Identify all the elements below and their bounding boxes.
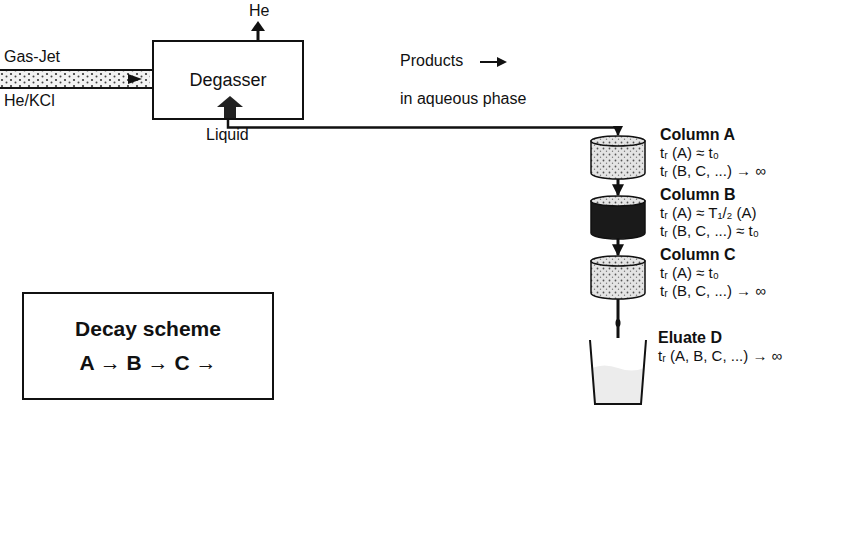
column-caption: Eluate Dtᵣ (A, B, C, ...) → ∞	[658, 329, 782, 365]
label: He	[249, 2, 269, 20]
beaker-outline	[588, 338, 648, 406]
retention-time: tᵣ (B, C, ...) → ∞	[660, 282, 766, 300]
eluate-liquid	[592, 366, 644, 404]
flow-connector	[228, 120, 618, 135]
retention-time: tᵣ (B, C, ...) → ∞	[660, 162, 766, 180]
column-caption: Column Atᵣ (A) ≈ t₀tᵣ (B, C, ...) → ∞	[660, 126, 766, 180]
label: Products	[400, 52, 463, 70]
flow-arrow	[480, 61, 498, 63]
column-name: Column B	[660, 186, 759, 204]
gas-jet-tube	[0, 71, 150, 87]
liquid-inlet	[224, 106, 236, 120]
column: Column Btᵣ (A) ≈ T₁/₂ (A)tᵣ (B, C, ...) …	[590, 195, 646, 239]
flow-connector	[617, 239, 620, 255]
tube-wall	[0, 87, 152, 89]
column-top	[591, 256, 645, 266]
tube-wall	[0, 69, 152, 71]
column-outline	[590, 195, 646, 239]
column: Column Ctᵣ (A) ≈ t₀tᵣ (B, C, ...) → ∞	[590, 255, 646, 299]
box-title: Decay scheme	[75, 317, 221, 341]
column-caption: Column Ctᵣ (A) ≈ t₀tᵣ (B, C, ...) → ∞	[660, 246, 766, 300]
he-arrow	[251, 21, 265, 31]
retention-time: tᵣ (A) ≈ T₁/₂ (A)	[660, 204, 759, 222]
process-box: Degasser	[152, 40, 304, 120]
column-top	[591, 136, 645, 146]
process-box: Decay scheme A → B → C →	[22, 292, 274, 400]
column-caption: Column Btᵣ (A) ≈ T₁/₂ (A)tᵣ (B, C, ...) …	[660, 186, 759, 240]
column-name: Eluate D	[658, 329, 782, 347]
flow-connector	[617, 179, 620, 195]
retention-time: tᵣ (A, B, C, ...) → ∞	[658, 347, 782, 365]
column-outline	[590, 255, 646, 299]
eluate-beaker: Eluate Dtᵣ (A, B, C, ...) → ∞	[588, 338, 648, 406]
box-title: Degasser	[189, 70, 266, 91]
column-outline	[590, 135, 646, 179]
label: He/KCl	[4, 92, 55, 110]
flow-arrow-head	[497, 57, 507, 67]
liquid-arrow	[217, 96, 243, 107]
column: Column Atᵣ (A) ≈ t₀tᵣ (B, C, ...) → ∞	[590, 135, 646, 179]
retention-time: tᵣ (A) ≈ t₀	[660, 144, 766, 162]
beaker-wall	[590, 340, 646, 404]
retention-time: tᵣ (A) ≈ t₀	[660, 264, 766, 282]
column-top	[591, 196, 645, 206]
he-outlet	[257, 30, 260, 40]
flow-connector	[617, 299, 620, 338]
flow-arrow	[128, 74, 142, 84]
retention-time: tᵣ (B, C, ...) ≈ t₀	[660, 222, 759, 240]
column-name: Column A	[660, 126, 766, 144]
label: Liquid	[206, 126, 249, 144]
column-name: Column C	[660, 246, 766, 264]
label: Gas-Jet	[4, 48, 60, 66]
box-text: A → B → C →	[80, 351, 217, 375]
label: in aqueous phase	[400, 90, 526, 108]
